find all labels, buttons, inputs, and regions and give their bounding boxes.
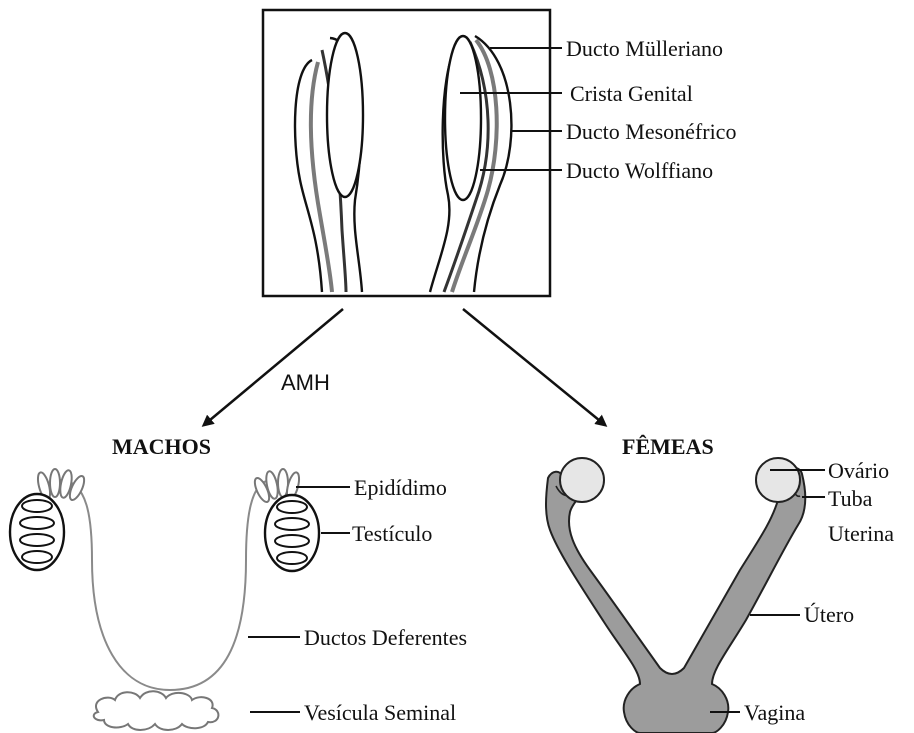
- label-vagina: Vagina: [744, 700, 805, 725]
- label-vas-deferens: Ductos Deferentes: [304, 625, 467, 650]
- label-mesonephric-duct: Ducto Mesonéfrico: [566, 119, 736, 144]
- arrow-to-females: [463, 309, 605, 425]
- panel-frame: [263, 10, 550, 296]
- female-reproductive-tract: [546, 458, 825, 733]
- label-epididymis: Epidídimo: [354, 475, 447, 500]
- left-ovary: [560, 458, 604, 502]
- label-wolffian-duct: Ducto Wolffiano: [566, 158, 713, 183]
- label-uterine-tube-line2: Uterina: [828, 521, 894, 546]
- label-mullerian-duct: Ducto Mülleriano: [566, 36, 723, 61]
- indifferent-gonad-panel: [263, 10, 562, 296]
- right-ridge-oval: [445, 36, 481, 200]
- left-testis: [10, 494, 64, 570]
- label-seminal-vesicle: Vesícula Seminal: [304, 700, 456, 725]
- heading-females: FÊMEAS: [622, 434, 714, 459]
- right-ovary: [756, 458, 800, 502]
- male-reproductive-tract: [10, 469, 350, 730]
- label-uterus: Útero: [804, 602, 854, 627]
- heading-males: MACHOS: [112, 434, 211, 459]
- label-uterine-tube-line1: Tuba: [828, 486, 873, 511]
- uterus-body: [546, 468, 805, 733]
- label-genital-ridge: Crista Genital: [570, 81, 693, 106]
- right-testis: [265, 495, 319, 571]
- seminal-vesicle: [94, 691, 219, 730]
- label-amh: AMH: [281, 370, 330, 395]
- label-testis: Testículo: [352, 521, 432, 546]
- vas-deferens: [60, 480, 272, 690]
- label-ovary: Ovário: [828, 458, 889, 483]
- left-ridge-oval: [327, 33, 363, 197]
- arrow-to-males: [204, 309, 343, 425]
